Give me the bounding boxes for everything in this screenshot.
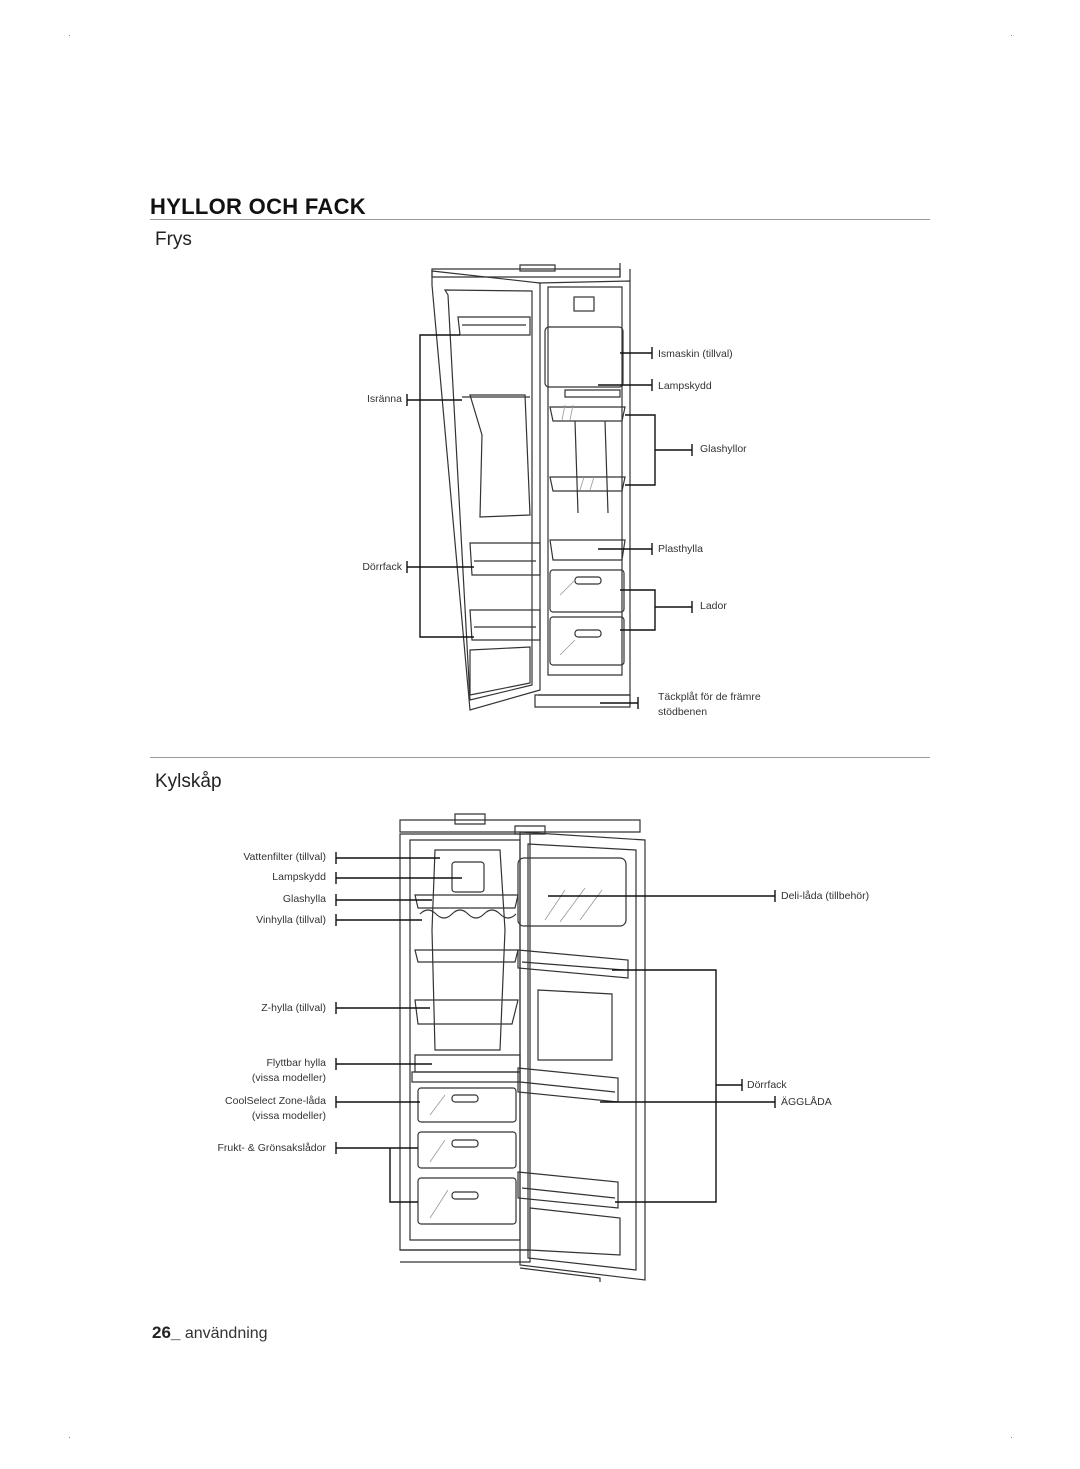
label-wine-shelf: Vinhylla (tillval) [256, 914, 326, 926]
label-cover-plate-line2: stödbenen [658, 706, 708, 718]
label-coolselect-line2: (vissa modeller) [251, 1110, 326, 1122]
fridge-diagram [335, 813, 776, 1282]
label-deli-drawer: Deli-låda (tillbehör) [781, 890, 870, 902]
label-freezer-lamp-cover: Lampskydd [658, 380, 712, 392]
label-freezer-door-bins: Dörrfack [362, 561, 402, 573]
footer-section: användning [184, 1325, 268, 1342]
label-glass-shelves: Glashyllor [700, 443, 747, 455]
label-ice-maker: Ismaskin (tillval) [658, 348, 733, 360]
crop-mark-tr: · [1010, 30, 1013, 40]
label-fridge-door-bins: Dörrfack [747, 1079, 787, 1091]
label-plastic-shelf: Plasthylla [658, 543, 703, 555]
label-drawers: Lador [700, 600, 727, 612]
label-fridge-lamp-cover: Lampskydd [272, 871, 326, 883]
label-ice-chute: Isränna [366, 393, 402, 405]
label-water-filter: Vattenfilter (tillval) [243, 851, 326, 863]
freezer-diagram [406, 263, 693, 711]
label-glass-shelf: Glashylla [282, 893, 326, 905]
label-coolselect-line1: CoolSelect Zone-låda [225, 1095, 326, 1107]
page-footer: 26_ användning [152, 1323, 268, 1343]
label-movable-shelf-line1: Flyttbar hylla [266, 1057, 326, 1069]
crop-mark-tl: · [68, 30, 71, 40]
label-movable-shelf-line2: (vissa modeller) [251, 1072, 326, 1084]
freezer-title: Frys [155, 229, 192, 250]
page-number: 26_ [152, 1323, 181, 1342]
label-cover-plate-line1: Täckplåt för de främre [658, 691, 761, 703]
page-title: HYLLOR OCH FACK [150, 194, 366, 219]
label-crispers: Frukt- & Grönsakslådor [217, 1142, 326, 1154]
section-rule [150, 757, 930, 758]
crop-mark-bl: · [68, 1432, 71, 1442]
crop-mark-br: · [1010, 1432, 1013, 1442]
title-rule [150, 219, 930, 220]
label-z-shelf: Z-hylla (tillval) [261, 1002, 326, 1014]
label-egg-box: ÄGGLÅDA [781, 1096, 832, 1108]
fridge-title: Kylskåp [155, 771, 222, 792]
